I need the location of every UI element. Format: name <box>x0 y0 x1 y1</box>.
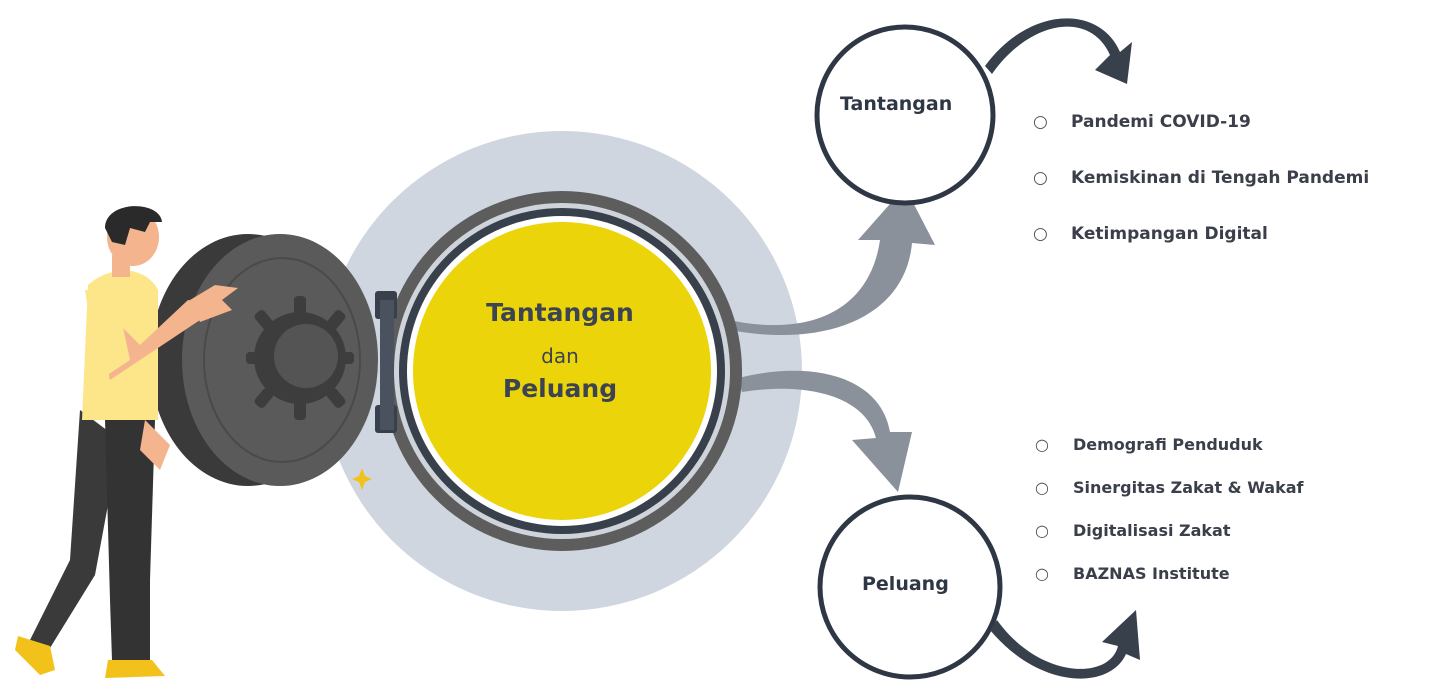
peluang-list: ○ Demografi Penduduk ○ Sinergitas Zakat & … <box>1035 433 1303 605</box>
vault-lock-center <box>274 324 338 388</box>
list-item: ○ BAZNAS Institute <box>1035 562 1303 605</box>
node-peluang-label: Peluang <box>862 573 949 595</box>
list-item: ○ Digitalisasi Zakat <box>1035 519 1303 562</box>
list-item: ○ Ketimpangan Digital <box>1033 221 1369 277</box>
bullet-icon: ○ <box>1033 112 1048 132</box>
vault-core <box>413 222 711 520</box>
sparkle-icon <box>352 468 372 490</box>
list-item: ○ Demografi Penduduk <box>1035 433 1303 476</box>
center-title-line1: Tantangan <box>486 298 634 327</box>
node-tantangan-label: Tantangan <box>840 93 953 115</box>
center-title-line2: dan <box>541 344 579 368</box>
list-item-text: BAZNAS Institute <box>1073 564 1230 583</box>
bullet-icon: ○ <box>1033 224 1048 244</box>
list-item-text: Demografi Penduduk <box>1073 435 1263 454</box>
bullet-icon: ○ <box>1035 478 1049 497</box>
node-tantangan-circle <box>814 24 996 206</box>
vault-door-inner <box>203 257 361 463</box>
list-item-text: Sinergitas Zakat & Wakaf <box>1073 478 1304 497</box>
list-item-text: Pandemi COVID-19 <box>1071 112 1251 132</box>
list-item: ○ Sinergitas Zakat & Wakaf <box>1035 476 1303 519</box>
arrow-to-tantangan <box>720 187 935 336</box>
list-item: ○ Kemiskinan di Tengah Pandemi <box>1033 165 1369 221</box>
list-item-text: Ketimpangan Digital <box>1071 224 1268 244</box>
bullet-icon: ○ <box>1033 168 1048 188</box>
vault-hinge-bar <box>380 300 394 430</box>
bullet-icon: ○ <box>1035 564 1049 583</box>
bullet-icon: ○ <box>1035 435 1049 454</box>
list-item-text: Digitalisasi Zakat <box>1073 521 1231 540</box>
bullet-icon: ○ <box>1035 521 1049 540</box>
tantangan-list: ○ Pandemi COVID-19 ○ Kemiskinan di Tengah … <box>1033 109 1369 277</box>
list-item-text: Kemiskinan di Tengah Pandemi <box>1071 168 1370 188</box>
node-peluang-circle <box>817 494 1003 680</box>
arrow-out-tantangan <box>985 18 1132 85</box>
center-title-line3: Peluang <box>502 374 618 403</box>
list-item: ○ Pandemi COVID-19 <box>1033 109 1369 165</box>
person-illustration <box>15 206 238 678</box>
arrow-out-peluang <box>990 610 1140 679</box>
arrow-to-peluang <box>738 370 912 492</box>
